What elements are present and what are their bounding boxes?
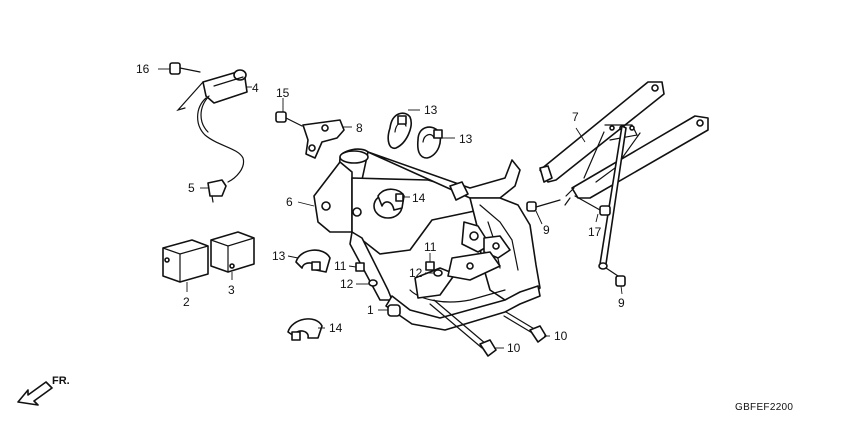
- part-14-clamp-upper: [377, 188, 410, 211]
- part-16-bolt: [158, 62, 201, 75]
- callout-7: 7: [572, 110, 579, 124]
- part-10-bolt-lower: [429, 299, 504, 357]
- part-9-bolt-upper: [526, 199, 561, 225]
- part-13-clamp-upper-left: [387, 109, 420, 150]
- callout-1: 1: [367, 303, 374, 317]
- callout-13-lower: 13: [272, 249, 286, 263]
- callout-5: 5: [188, 181, 195, 195]
- part-11-nut-left: [348, 262, 365, 272]
- callout-9-lower: 9: [618, 296, 625, 310]
- part-10-bolt-upper: [503, 311, 550, 343]
- callout-10-upper: 10: [554, 329, 568, 343]
- part-4-ignition-coil: [176, 69, 252, 183]
- part-9-bolt-lower: [605, 267, 626, 295]
- callout-6: 6: [286, 195, 293, 209]
- part-12-washer-center: [425, 269, 443, 277]
- callout-12-center: 12: [409, 266, 423, 280]
- callout-15: 15: [276, 86, 290, 100]
- callout-17: 17: [588, 225, 602, 239]
- part-12-washer-left: [356, 279, 378, 287]
- part-6-main-frame: [297, 148, 541, 331]
- diagram-code: GBFEF2200: [735, 402, 793, 413]
- part-17-bolt: [574, 195, 611, 223]
- part-15-bolt: [275, 98, 303, 127]
- part-2-box: [162, 239, 209, 292]
- callout-14-upper: 14: [412, 191, 426, 205]
- callout-4: 4: [252, 81, 259, 95]
- part-14-clamp-lower: [287, 318, 325, 341]
- part-3-box: [210, 231, 255, 280]
- part-7-rear-subframe: [539, 81, 709, 270]
- callout-8: 8: [356, 121, 363, 135]
- callout-16: 16: [136, 62, 150, 76]
- callout-11-center: 11: [424, 240, 437, 254]
- callout-13-upper-right: 13: [459, 132, 473, 146]
- callout-11-left: 11: [334, 259, 347, 273]
- callout-9-upper: 9: [543, 223, 550, 237]
- direction-label: FR.: [52, 375, 70, 387]
- part-5-plug-cap: [200, 179, 227, 203]
- part-11-nut-center: [425, 253, 435, 271]
- front-direction-arrow: FR.: [17, 375, 70, 406]
- callout-labels: 16 4 15 8 13 13 7 5 6 14 9 17 13 11 11 1…: [136, 62, 625, 355]
- callout-13-upper-left: 13: [424, 103, 438, 117]
- part-1-collar: [378, 304, 401, 317]
- part-13-clamp-lower: [287, 249, 331, 273]
- part-13-clamp-upper-right: [416, 126, 455, 159]
- part-8-coil-bracket: [302, 119, 352, 159]
- callout-12-left: 12: [340, 277, 354, 291]
- callout-14-lower: 14: [329, 321, 343, 335]
- callout-3: 3: [228, 283, 235, 297]
- callout-2: 2: [183, 295, 190, 309]
- callout-10-lower: 10: [507, 341, 521, 355]
